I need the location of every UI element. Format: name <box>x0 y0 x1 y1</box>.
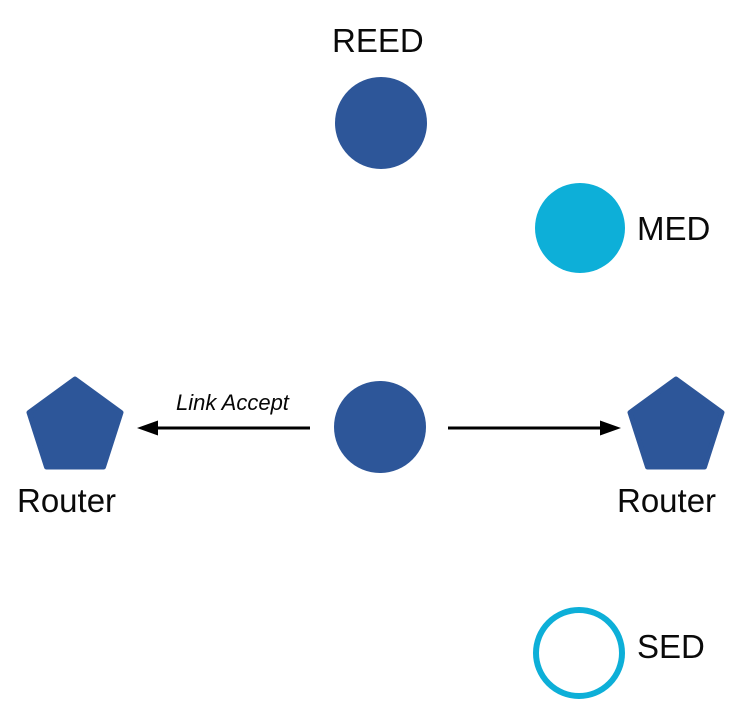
node-leader-circle[interactable] <box>334 381 426 473</box>
node-router-right-pentagon[interactable] <box>627 376 725 470</box>
edge-leader-router-right-arrowhead <box>600 420 621 436</box>
node-sed-circle[interactable] <box>533 607 625 699</box>
node-label-router-right: Router <box>617 482 717 519</box>
node-reed-circle[interactable] <box>335 77 427 169</box>
node-router-left-pentagon[interactable] <box>26 376 124 470</box>
node-med-circle[interactable] <box>535 183 625 273</box>
node-label-reed: REED <box>332 22 424 59</box>
node-label-router-left: Router <box>17 482 117 519</box>
edge-link-accept-arrowhead <box>137 420 158 436</box>
node-label-med: MED <box>637 210 711 247</box>
node-label-sed: SED <box>637 628 705 665</box>
edge-label-link-accept: Link Accept <box>176 390 289 415</box>
